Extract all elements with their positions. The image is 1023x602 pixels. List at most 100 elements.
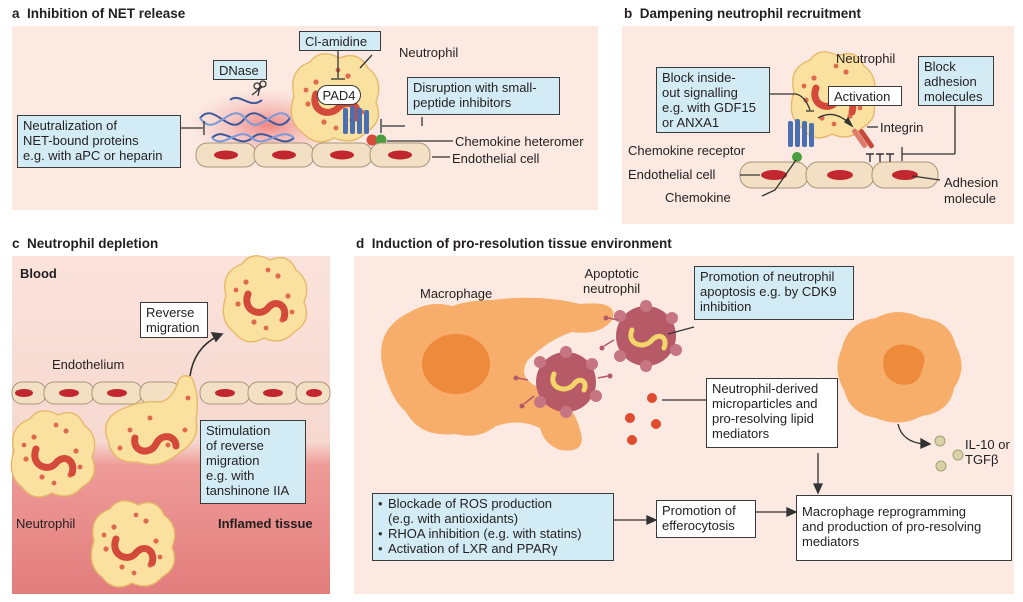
endothelium-b bbox=[739, 161, 939, 189]
stimulation-line-3: migration bbox=[206, 453, 260, 468]
chemokine-b bbox=[792, 152, 802, 162]
neutrophil-c-transmigrating bbox=[105, 375, 199, 466]
chemokine-receptor-b bbox=[788, 119, 814, 147]
apoptotic-line-2: neutrophil bbox=[583, 281, 641, 296]
inflamed-tissue-label: Inflamed tissue bbox=[218, 516, 313, 531]
chemokine-b-label: Chemokine bbox=[665, 190, 731, 205]
apoptotic-neutrophil-label: Apoptotic neutrophil bbox=[583, 266, 640, 296]
neutralization-box: Neutralization of NET-bound proteins e.g… bbox=[17, 115, 181, 168]
reprogramming-box: Macrophage reprogramming and production … bbox=[796, 495, 1012, 561]
treatment-item: Blockade of ROS production(e.g. with ant… bbox=[378, 496, 608, 526]
efferocytosis-line-2: efferocytosis bbox=[662, 518, 735, 533]
panel-c-title-text: Neutrophil depletion bbox=[27, 236, 159, 251]
reverse-migration-line-2: migration bbox=[146, 320, 200, 335]
promotion-apoptosis-line-3: inhibition bbox=[700, 299, 752, 314]
neutralization-line-3: e.g. with aPC or heparin bbox=[23, 148, 163, 163]
endothelium-a bbox=[195, 142, 431, 168]
stimulation-line-2: of reverse bbox=[206, 438, 264, 453]
apoptotic-neutrophil-free bbox=[599, 300, 682, 372]
treatments-list: Blockade of ROS production(e.g. with ant… bbox=[378, 496, 608, 556]
stimulation-box: Stimulation of reverse migration e.g. wi… bbox=[200, 420, 306, 504]
integrin-b bbox=[852, 128, 874, 149]
blood-label: Blood bbox=[20, 266, 57, 281]
promotion-apoptosis-line-2: apoptosis e.g. by CDK9 bbox=[700, 284, 837, 299]
panel-a-connectors bbox=[181, 51, 453, 158]
disruption-line-2: peptide inhibitors bbox=[413, 95, 512, 110]
treatment-text-4: Activation of LXR and PPARγ bbox=[388, 541, 558, 556]
neutrophil-derived-line-3: pro-resolving lipid bbox=[712, 411, 814, 426]
neutralization-line-2: NET-bound proteins bbox=[23, 133, 139, 148]
block-adhesion-line-2: adhesion bbox=[924, 74, 977, 89]
block-inside-out-box: Block inside- out signalling e.g. with G… bbox=[656, 67, 770, 133]
efferocytosis-line-1: Promotion of bbox=[662, 503, 736, 518]
apoptotic-neutrophil-engulfed bbox=[513, 346, 613, 418]
treatment-text-3: RHOA inhibition (e.g. with statins) bbox=[388, 526, 582, 541]
treatment-item: RHOA inhibition (e.g. with statins) bbox=[378, 526, 608, 541]
reverse-migration-line-1: Reverse bbox=[146, 305, 195, 320]
chemokine-receptor-a bbox=[343, 106, 369, 134]
macrophage-label: Macrophage bbox=[420, 286, 493, 301]
stimulation-line-5: tanshinone IIA bbox=[206, 483, 290, 498]
endothelial-cell-a-label: Endothelial cell bbox=[452, 151, 540, 166]
dnase-label: DNase bbox=[219, 63, 259, 78]
dnase-box: DNase bbox=[213, 60, 267, 80]
chemokine-receptor-label: Chemokine receptor bbox=[628, 143, 746, 158]
neutrophil-derived-line-1: Neutrophil-derived bbox=[712, 381, 819, 396]
net-dna-strands bbox=[199, 97, 295, 143]
treatment-text-2: (e.g. with antioxidants) bbox=[388, 511, 519, 526]
pad4-label: PAD4 bbox=[322, 88, 356, 103]
neutrophil-derived-line-2: microparticles and bbox=[712, 396, 818, 411]
block-adhesion-box: Block adhesion molecules bbox=[918, 56, 994, 106]
panel-c-letter: c bbox=[12, 236, 20, 251]
activation-box: Activation bbox=[828, 86, 902, 106]
apoptotic-line-1: Apoptotic bbox=[584, 266, 639, 281]
adhesion-molecules-b bbox=[866, 153, 894, 162]
cl-amidine-label: Cl-amidine bbox=[305, 34, 368, 49]
integrin-label: Integrin bbox=[880, 120, 924, 135]
macrophage-d bbox=[381, 297, 614, 451]
block-adhesion-line-1: Block bbox=[924, 59, 956, 74]
cl-amidine-box: Cl-amidine bbox=[299, 31, 381, 51]
reprogramming-line-3: mediators bbox=[802, 534, 860, 549]
stimulation-line-4: e.g. with bbox=[206, 468, 255, 483]
panel-c-title: c Neutrophil depletion bbox=[12, 236, 158, 251]
disruption-line-1: Disruption with small- bbox=[413, 80, 537, 95]
stimulation-line-1: Stimulation bbox=[206, 423, 271, 438]
treatment-text-1: Blockade of ROS production bbox=[388, 496, 553, 511]
il10-line-2: TGFβ bbox=[965, 452, 999, 467]
promotion-apoptosis-box: Promotion of neutrophil apoptosis e.g. b… bbox=[694, 266, 854, 320]
panel-d-letter: d bbox=[356, 236, 365, 251]
endothelium-label: Endothelium bbox=[52, 357, 125, 372]
panel-d-title: d Induction of pro-resolution tissue env… bbox=[356, 236, 672, 251]
reverse-migration-box: Reverse migration bbox=[140, 302, 208, 338]
block-inside-out-line-3: e.g. with GDF15 bbox=[662, 100, 756, 115]
il10-label: IL-10 or TGFβ bbox=[965, 437, 1010, 467]
endothelium-c bbox=[11, 381, 331, 405]
il10-line-1: IL-10 or bbox=[965, 437, 1010, 452]
chemokine-red bbox=[366, 134, 378, 146]
block-inside-out-line-1: Block inside- bbox=[662, 70, 736, 85]
block-adhesion-line-3: molecules bbox=[924, 89, 983, 104]
pad4-label-box: PAD4 bbox=[317, 85, 361, 105]
panel-b-title: b Dampening neutrophil recruitment bbox=[624, 6, 861, 21]
panel-a-title-text: Inhibition of NET release bbox=[27, 6, 186, 21]
chemokine-heteromer-label: Chemokine heteromer bbox=[455, 134, 584, 149]
block-inside-out-line-4: or ANXA1 bbox=[662, 115, 720, 130]
promotion-apoptosis-line-1: Promotion of neutrophil bbox=[700, 269, 835, 284]
treatments-box: Blockade of ROS production(e.g. with ant… bbox=[372, 493, 614, 561]
panel-b-title-text: Dampening neutrophil recruitment bbox=[639, 6, 862, 21]
macrophage-d-right bbox=[837, 312, 962, 423]
neutrophil-derived-line-4: mediators bbox=[712, 426, 770, 441]
disruption-box: Disruption with small- peptide inhibitor… bbox=[407, 77, 560, 115]
neutrophil-a-label: Neutrophil bbox=[399, 45, 459, 60]
treatment-item: Activation of LXR and PPARγ bbox=[378, 541, 608, 556]
neutrophil-c-label: Neutrophil bbox=[16, 516, 76, 531]
panel-a-title: a Inhibition of NET release bbox=[12, 6, 185, 21]
panel-d-connectors bbox=[614, 326, 932, 526]
neutralization-line-1: Neutralization of bbox=[23, 118, 117, 133]
panel-a-letter: a bbox=[12, 6, 20, 21]
adhesion-molecule-label: Adhesion molecule bbox=[944, 175, 998, 207]
neutrophil-b-label: Neutrophil bbox=[836, 51, 896, 66]
neutrophil-c-tissue-1 bbox=[10, 410, 96, 498]
neutrophil-c-blood bbox=[222, 255, 308, 343]
